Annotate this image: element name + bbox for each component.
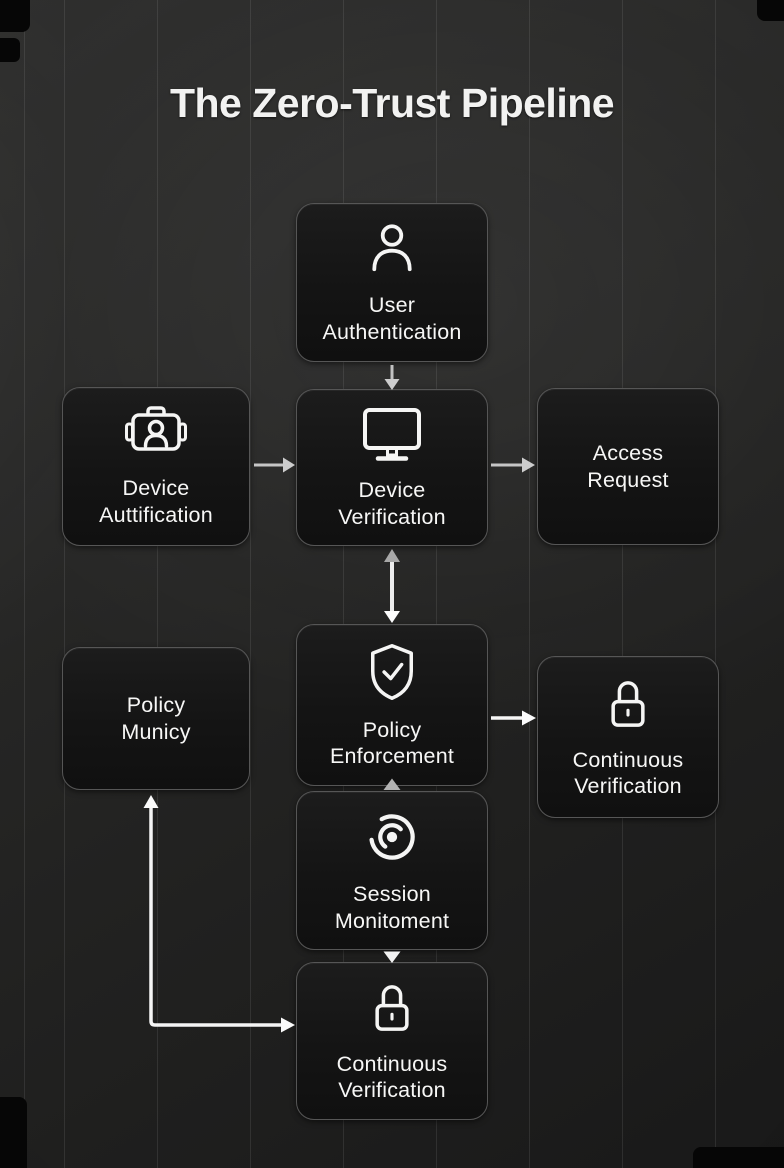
arrow-device-verification-to-access-request [491, 457, 535, 473]
monitor-icon [363, 408, 421, 462]
corner-artifact [0, 38, 20, 62]
corner-artifact [757, 0, 784, 21]
page-title: The Zero-Trust Pipeline [169, 80, 615, 126]
shield-check-icon [371, 643, 413, 700]
arrow-device-auttification-to-device-verification [254, 457, 295, 473]
user-icon [372, 224, 412, 272]
corner-artifact [693, 1147, 784, 1168]
padlock-icon [375, 984, 409, 1031]
arrow-device-verification-policy-enforcement-bidirectional [384, 549, 400, 623]
arrow-policy-enforcement-to-continuous-verification [491, 710, 536, 726]
corner-artifact [0, 1097, 27, 1168]
arrow-elbow-policy-municy-continuous-verification [143, 795, 295, 1033]
corner-artifact [0, 0, 30, 32]
id-badge-icon [125, 406, 187, 452]
padlock-icon [611, 680, 645, 727]
radar-icon [369, 814, 415, 861]
arrow-user-auth-to-device-verification [384, 365, 400, 390]
